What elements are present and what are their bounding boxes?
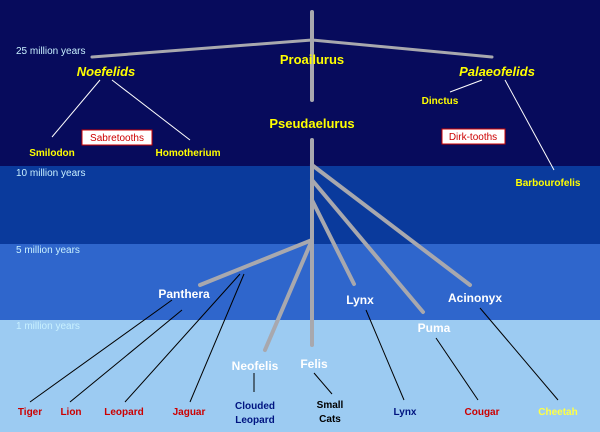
lineage-lines: [29, 79, 559, 403]
node-noefelids: Noefelids: [77, 64, 136, 79]
branch-to-lynx: [310, 198, 356, 286]
branch-to-acinonyx: [310, 163, 472, 287]
branch-to-panthera: [198, 238, 314, 287]
line-panthera-leopard: [124, 273, 241, 403]
line-puma-cougar: [435, 337, 479, 401]
label-dirk-tooths: Dirk-tooths: [449, 132, 497, 143]
time-label-5: 5 million years: [16, 245, 80, 256]
species-tiger: Tiger: [18, 407, 42, 418]
sabretooths-box: [81, 129, 153, 146]
node-felis: Felis: [300, 357, 328, 371]
line-felis-smallcats: [313, 372, 333, 395]
node-panthera: Panthera: [158, 287, 210, 301]
branch-to-palaeofelids: [310, 38, 494, 59]
node-proailurus: Proailurus: [280, 52, 344, 67]
species-cougar: Cougar: [465, 407, 500, 418]
species-leopard: Leopard: [104, 407, 143, 418]
node-puma: Puma: [418, 321, 451, 335]
node-homotherium: Homotherium: [156, 148, 221, 159]
node-lynx: Lynx: [346, 293, 374, 307]
line-panthera-jaguar: [189, 273, 245, 403]
tree-branches: [90, 10, 494, 352]
species-clouded-leopard-line1: Clouded: [235, 401, 275, 412]
node-smilodon: Smilodon: [29, 148, 75, 159]
species-small-cats-line2: Cats: [319, 414, 341, 425]
species-jaguar: Jaguar: [173, 407, 206, 418]
node-barbourofelis: Barbourofelis: [515, 178, 580, 189]
line-noefelids-homotherium: [111, 79, 191, 141]
label-sabretooths: Sabretooths: [90, 133, 144, 144]
band-1-million: [0, 320, 600, 432]
node-acinonyx: Acinonyx: [448, 291, 502, 305]
time-label-10: 10 million years: [16, 168, 85, 179]
line-noefelids-smilodon: [51, 79, 101, 138]
line-palaeofelids-dinctus: [449, 79, 483, 93]
band-10-million: [0, 166, 600, 244]
species-lynx: Lynx: [394, 407, 417, 418]
line-lynx-lynx: [365, 309, 405, 401]
species-small-cats-line1: Small: [317, 400, 344, 411]
band-5-million: [0, 244, 600, 320]
line-acinonyx-cheetah: [479, 307, 559, 401]
node-dinctus: Dinctus: [422, 96, 459, 107]
node-neofelis: Neofelis: [232, 359, 279, 373]
branch-to-neofelis: [263, 238, 314, 352]
species-clouded-leopard-line2: Leopard: [235, 415, 274, 426]
branch-to-puma: [310, 178, 425, 314]
line-palaeofelids-barbourofelis: [504, 79, 555, 171]
dirk-tooths-box: [441, 128, 506, 145]
time-label-25: 25 million years: [16, 46, 85, 57]
node-palaeofelids: Palaeofelids: [459, 64, 535, 79]
species-lion: Lion: [60, 407, 81, 418]
species-cheetah: Cheetah: [538, 407, 577, 418]
line-panthera-lion: [69, 309, 183, 403]
node-pseudaelurus: Pseudaelurus: [269, 116, 354, 131]
branch-to-noefelids: [90, 38, 314, 59]
time-label-1: 1 million years: [16, 321, 80, 332]
line-panthera-tiger: [29, 299, 173, 403]
